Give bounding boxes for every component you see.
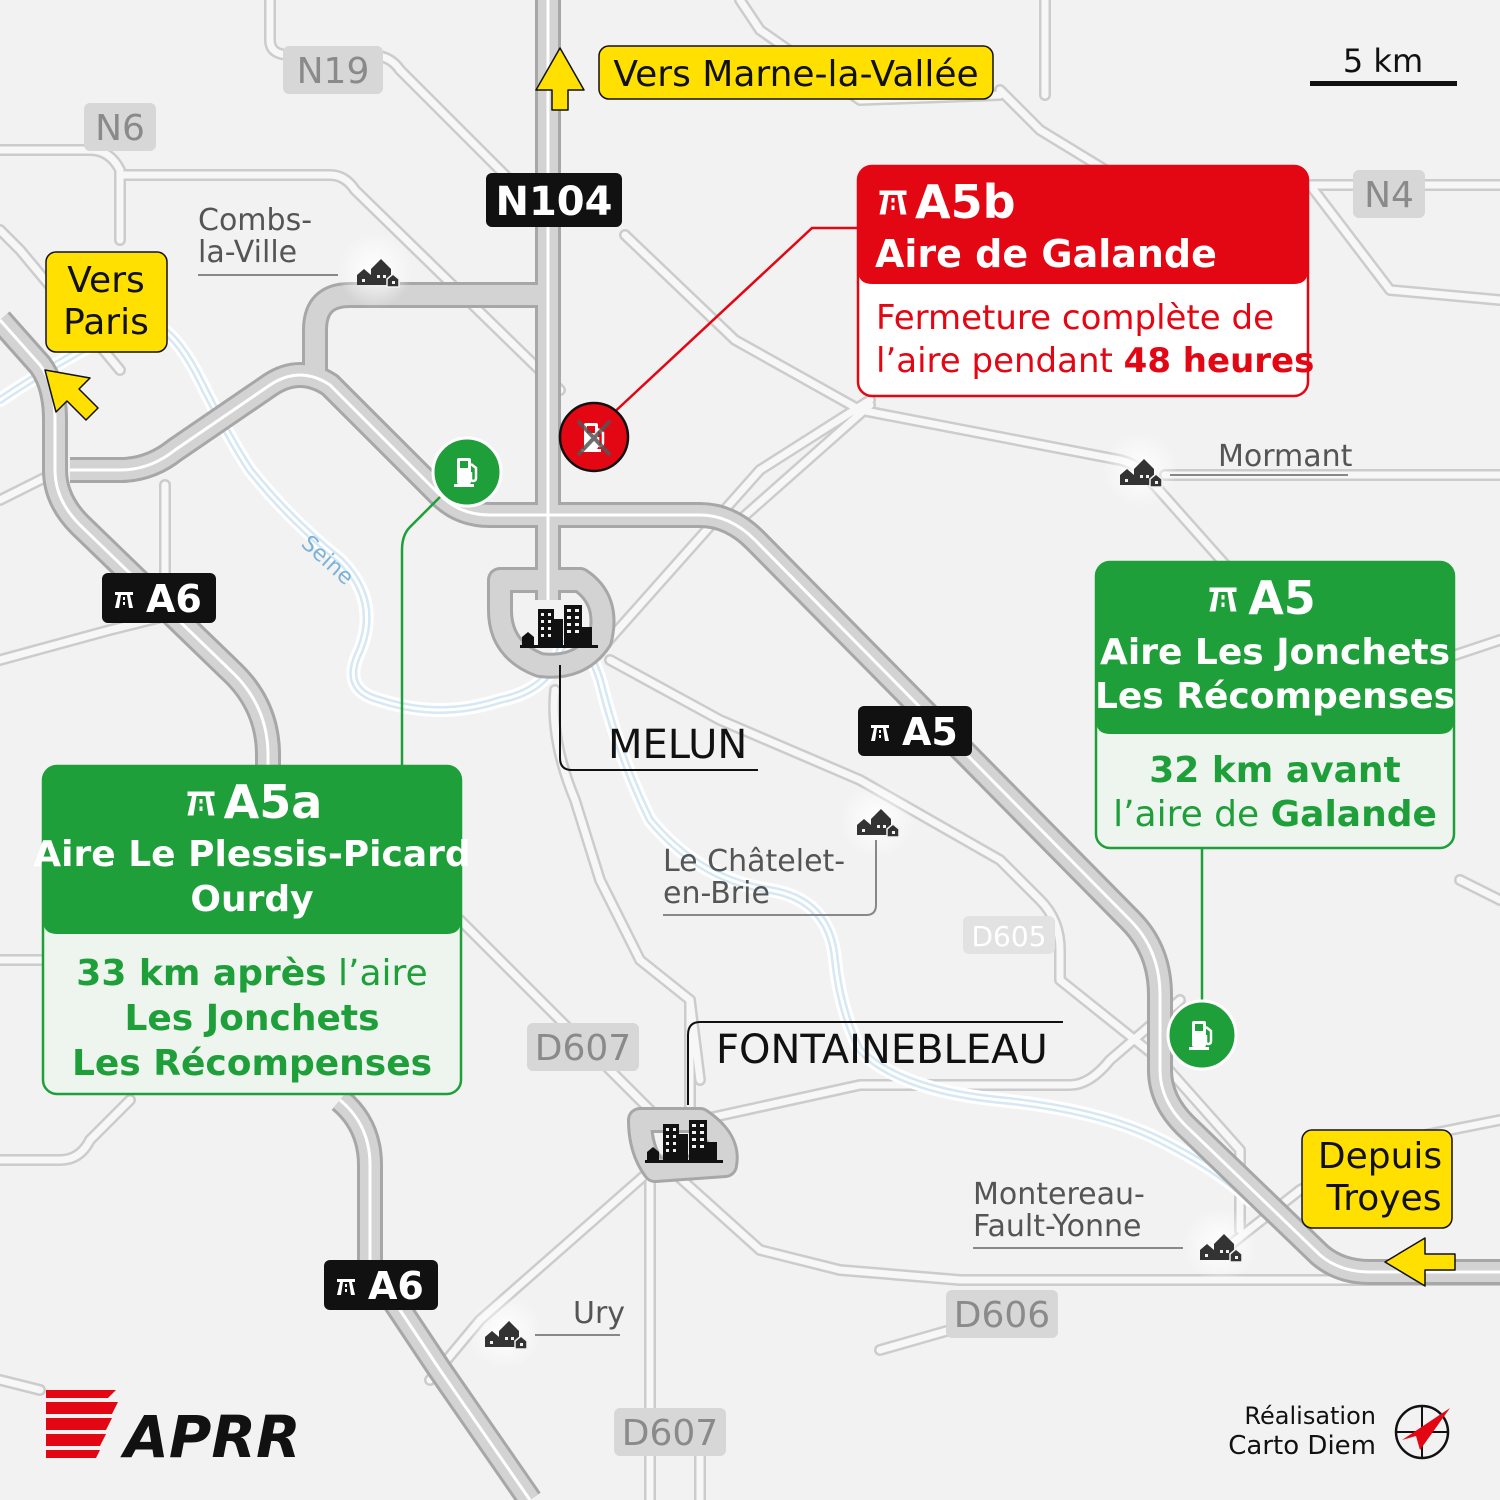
shield-n19: N19 — [297, 51, 370, 92]
sign-vers-paris-line2: Paris — [63, 302, 149, 343]
cross-icon — [576, 419, 612, 457]
shield-a5: A5 — [902, 710, 958, 754]
callout-a5b-name: Aire de Galande — [875, 232, 1217, 276]
shield-n104: N104 — [496, 179, 613, 225]
road-shields-black: N104 A6 A5 A6 — [102, 173, 972, 1310]
sign-depuis-troyes-line1: Depuis — [1318, 1136, 1442, 1177]
shield-d607-north: D607 — [535, 1028, 631, 1069]
callout-a5-code: A5 — [1248, 571, 1316, 625]
callout-a5a-code: A5a — [224, 775, 323, 829]
label-combs-line2: la-Ville — [198, 235, 297, 270]
callout-a5a-name1: Aire Le Plessis-Picard — [33, 834, 470, 875]
city-icon — [520, 605, 598, 648]
shield-n6: N6 — [95, 108, 145, 149]
callout-a5a-line1: 33 km après l’aire — [76, 953, 427, 994]
arrow-west-icon — [1384, 1237, 1456, 1287]
label-montereau-line1: Montereau- — [973, 1177, 1145, 1212]
label-combs-line1: Combs- — [198, 203, 312, 238]
road-shields-grey: N19 N6 N4 D605 D607 D606 D607 — [84, 46, 1425, 1456]
fuel-marker-closed — [558, 401, 630, 473]
sign-vers-paris-line1: Vers — [67, 260, 145, 301]
scale-bar: 5 km — [1310, 42, 1457, 86]
callout-a5-line1: 32 km avant — [1149, 750, 1401, 791]
label-melun: MELUN — [608, 722, 747, 768]
label-fontainebleau: FONTAINEBLEAU — [716, 1027, 1048, 1073]
credit-line1: Réalisation — [1244, 1402, 1376, 1430]
place-leaders — [198, 274, 1348, 1336]
aprr-logo-mark — [46, 1390, 118, 1458]
settlements — [337, 232, 1258, 1370]
sign-depuis-troyes-line2: Troyes — [1326, 1178, 1442, 1219]
callout-a5a-name2: Ourdy — [190, 879, 313, 920]
label-montereau-line2: Fault-Yonne — [973, 1209, 1141, 1244]
callout-a5[interactable]: A5 Aire Les Jonchets Les Récompenses 32 … — [1094, 560, 1456, 850]
callout-a5b-msg1: Fermeture complète de — [876, 298, 1274, 338]
scale-label: 5 km — [1343, 42, 1423, 80]
callout-a5b-code: A5b — [915, 175, 1016, 229]
shield-a6-south: A6 — [368, 1264, 424, 1308]
service-markers — [431, 401, 1238, 1071]
arrow-north-icon — [535, 47, 585, 111]
carto-diem-logo-icon — [1394, 1404, 1450, 1460]
sign-vers-marne: Vers Marne-la-Vallée — [613, 54, 978, 95]
callout-a5-line2: l’aire de Galande — [1113, 794, 1437, 835]
callout-a5a-line1-rest: l’aire — [327, 953, 428, 994]
callout-a5-line2-bold: Galande — [1271, 794, 1437, 835]
label-chatelet-line1: Le Châtelet- — [663, 844, 845, 879]
callout-a5a-line1-bold: 33 km après — [76, 953, 326, 994]
credit-line2: Carto Diem — [1228, 1431, 1376, 1461]
shield-a6-north: A6 — [146, 577, 202, 621]
callout-a5b-msg2: l’aire pendant 48 heures — [876, 341, 1314, 381]
shield-d607-south: D607 — [622, 1413, 718, 1454]
fuel-marker-a5 — [1166, 999, 1238, 1071]
shield-d605: D605 — [971, 920, 1046, 953]
callout-leaders — [400, 226, 1204, 1005]
aprr-logo-text: APRR — [120, 1403, 301, 1471]
fuel-marker-a5a — [431, 436, 503, 508]
credit: Réalisation Carto Diem — [1228, 1402, 1450, 1461]
shield-d606: D606 — [954, 1295, 1050, 1336]
callout-a5b-msg2-prefix: l’aire pendant — [876, 341, 1124, 381]
label-mormant: Mormant — [1218, 439, 1353, 474]
callout-a5-line2-prefix: l’aire de — [1113, 794, 1271, 835]
arrow-northwest-icon — [44, 369, 99, 421]
callout-a5a[interactable]: A5a Aire Le Plessis-Picard Ourdy 33 km a… — [33, 764, 471, 1096]
callout-a5b-msg2-bold: 48 heures — [1124, 341, 1315, 381]
callout-a5a-line3: Les Récompenses — [72, 1043, 432, 1084]
aprr-logo: APRR — [46, 1390, 301, 1471]
callout-a5a-line2: Les Jonchets — [124, 998, 379, 1039]
direction-signs: Vers Marne-la-Vallée Vers Paris Depuis T… — [44, 45, 1456, 1287]
callout-a5-name2: Les Récompenses — [1095, 676, 1455, 717]
label-chatelet-line2: en-Brie — [663, 876, 770, 911]
label-ury: Ury — [573, 1296, 625, 1331]
callout-a5-name1: Aire Les Jonchets — [1100, 632, 1450, 673]
callout-a5b[interactable]: A5b Aire de Galande Fermeture complète d… — [856, 164, 1314, 398]
shield-n4: N4 — [1364, 175, 1414, 216]
